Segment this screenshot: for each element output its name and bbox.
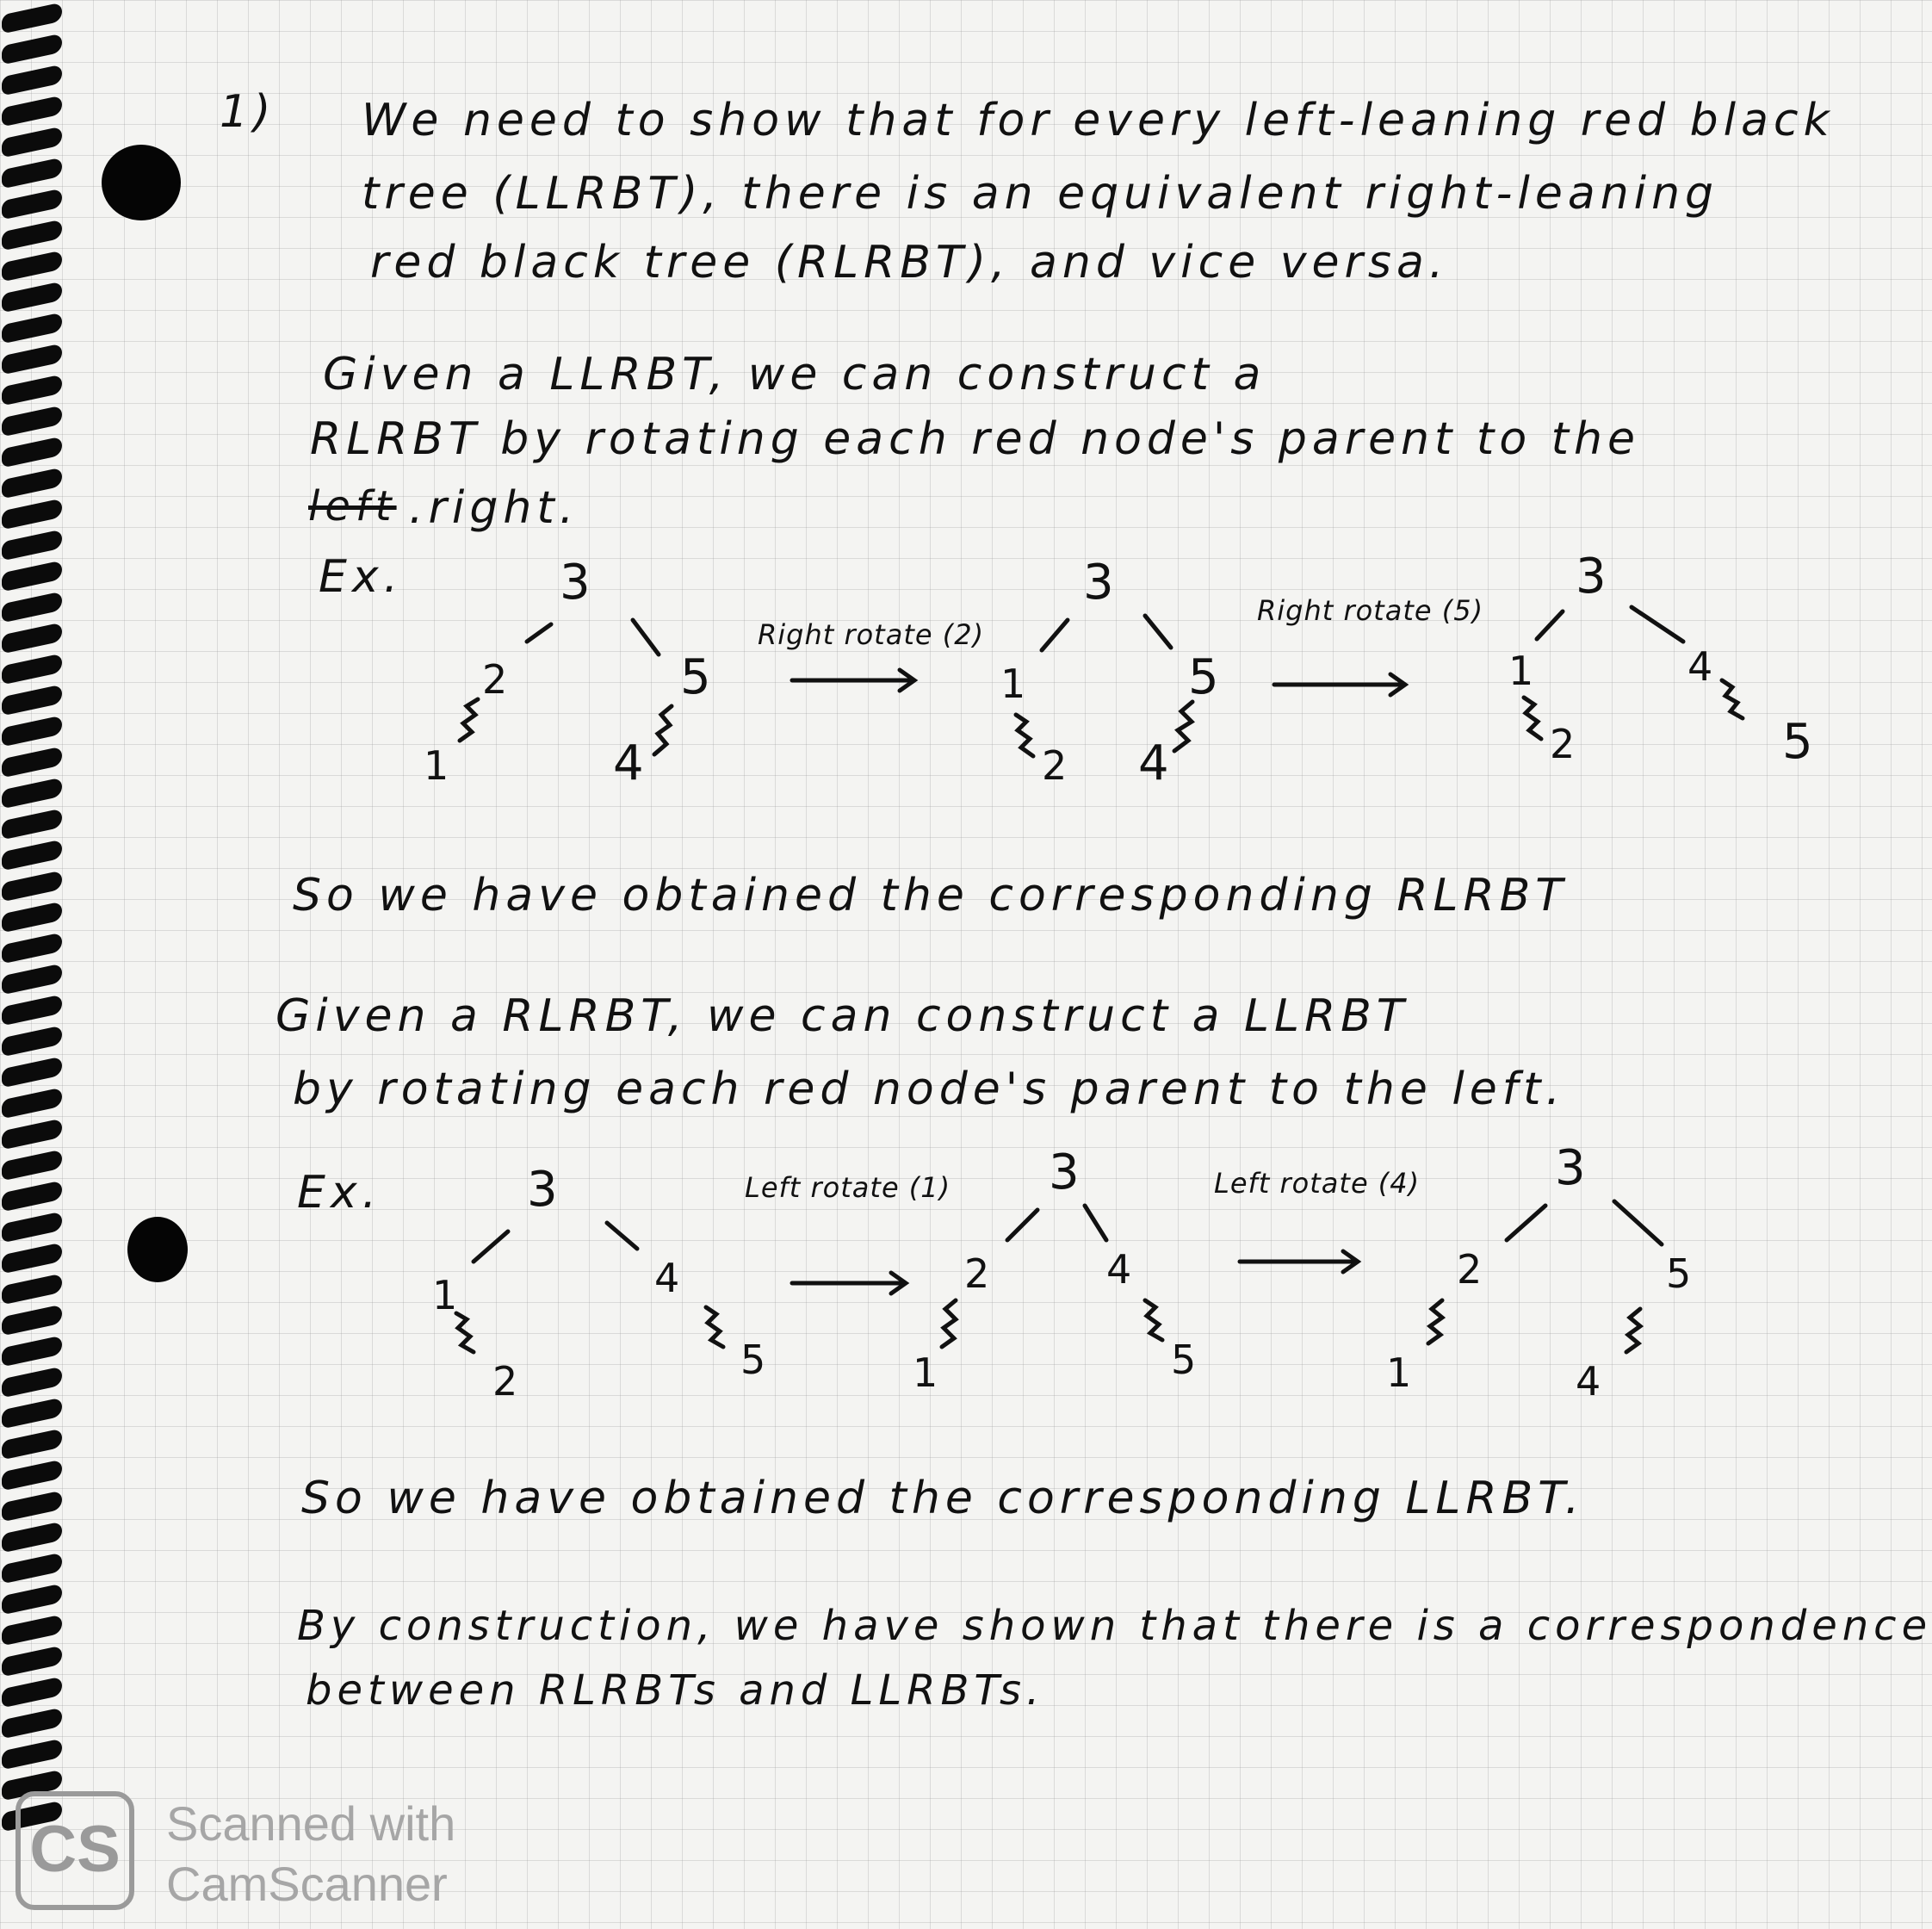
part2-step2-note: Left rotate (4) <box>1214 1167 1421 1200</box>
closing-line-2: between RLRBTs and LLRBTs. <box>306 1666 1045 1715</box>
tree1-edge-3-2 <box>524 622 554 644</box>
tree1-edge-3-5 <box>630 617 661 657</box>
tree4-node-right: 4 <box>654 1255 679 1301</box>
tree6-red-edge-2-1 <box>1426 1298 1446 1346</box>
tree1-red-edge-5-4 <box>652 704 674 757</box>
tree3-node-left-child: 2 <box>1550 721 1575 767</box>
tree1-red-edge-2-1 <box>457 697 480 743</box>
tree6-node-left: 2 <box>1457 1246 1482 1293</box>
camscanner-logo: CS <box>15 1791 134 1910</box>
part1-line-2: RLRBT by rotating each red node's parent… <box>310 413 1641 465</box>
tree2-node-left-child: 2 <box>1042 742 1067 789</box>
tree4-node-left-child: 2 <box>492 1358 517 1405</box>
tree4-edge-3-4 <box>604 1220 640 1251</box>
tree6-edge-3-2 <box>1504 1203 1548 1243</box>
tree3-node-right-child: 5 <box>1782 714 1813 770</box>
part2-conclusion: So we have obtained the corresponding LL… <box>301 1473 1585 1524</box>
tree5-red-edge-4-5 <box>1142 1298 1165 1343</box>
tree6-red-edge-5-4 <box>1624 1306 1644 1355</box>
tree6-node-left-child: 1 <box>1386 1349 1411 1396</box>
tree6-node-root: 3 <box>1555 1140 1586 1196</box>
intro-line-2: tree (LLRBT), there is an equivalent rig… <box>362 168 1719 220</box>
tree4-red-edge-4-5 <box>703 1305 726 1349</box>
tree5-edge-3-2 <box>1005 1207 1040 1243</box>
part1-step2-note: Right rotate (5) <box>1257 594 1484 627</box>
tree2-node-right-child: 4 <box>1138 735 1169 791</box>
tree4-node-left: 1 <box>432 1272 457 1318</box>
tree5-node-left: 2 <box>964 1250 989 1297</box>
part1-step1-note: Right rotate (2) <box>758 618 985 651</box>
tree5-edge-3-4 <box>1082 1203 1109 1243</box>
tree3-red-edge-1-2 <box>1521 695 1544 741</box>
part1-line-3: .right. <box>409 482 579 534</box>
tree2-edge-3-1 <box>1039 617 1070 653</box>
tree6-node-right: 5 <box>1666 1250 1691 1297</box>
tree5-red-edge-2-1 <box>939 1298 959 1349</box>
tree1-node-left-child: 1 <box>424 742 449 789</box>
punch-hole-bottom <box>127 1217 188 1282</box>
tree2-node-right: 5 <box>1188 649 1219 705</box>
tree4-red-edge-1-2 <box>454 1311 476 1355</box>
tree6-edge-3-5 <box>1612 1199 1664 1247</box>
tree2-red-edge-1-2 <box>1013 712 1036 759</box>
tree1-node-root: 3 <box>560 555 591 611</box>
punch-hole-top <box>102 145 181 220</box>
watermark-line-1: Scanned with <box>166 1796 456 1851</box>
camscanner-watermark: CS Scanned with CamScanner <box>15 1791 532 1920</box>
tree5-node-left-child: 1 <box>913 1349 938 1396</box>
intro-line-1: We need to show that for every left-lean… <box>362 95 1835 146</box>
tree2-node-root: 3 <box>1083 555 1114 611</box>
tree1-node-left: 2 <box>482 656 507 703</box>
tree1-node-right: 5 <box>680 649 711 705</box>
part1-example-label: Ex. <box>319 551 404 603</box>
part2-example-label: Ex. <box>297 1167 382 1219</box>
tree2-node-left: 1 <box>1000 661 1025 707</box>
intro-line-3: red black tree (RLRBT), and vice versa. <box>370 237 1449 288</box>
closing-line-1: By construction, we have shown that ther… <box>297 1602 1932 1650</box>
tree5-node-right: 4 <box>1106 1246 1131 1293</box>
problem-number: 1) <box>220 86 276 138</box>
tree3-red-edge-4-5 <box>1719 678 1745 721</box>
tree5-node-right-child: 5 <box>1171 1337 1196 1383</box>
tree6-node-right-child: 4 <box>1576 1358 1601 1405</box>
tree2-edge-3-5 <box>1142 613 1173 650</box>
tree3-edge-3-1 <box>1534 609 1565 642</box>
tree4-edge-3-1 <box>471 1229 511 1264</box>
tree3-node-right: 4 <box>1687 643 1712 690</box>
part2-step1-note: Left rotate (1) <box>745 1171 951 1204</box>
tree2-red-edge-5-4 <box>1172 699 1195 754</box>
tree4-node-root: 3 <box>527 1162 558 1218</box>
part2-line-1: Given a RLRBT, we can construct a LLRBT <box>276 990 1409 1042</box>
tree3-edge-3-4 <box>1629 605 1686 644</box>
tree5-node-root: 3 <box>1049 1144 1080 1200</box>
tree3-node-root: 3 <box>1576 549 1607 605</box>
watermark-line-2: CamScanner <box>166 1857 448 1911</box>
tree1-node-right-child: 4 <box>613 735 644 791</box>
part1-line-1: Given a LLRBT, we can construct a <box>323 349 1266 400</box>
tree3-node-left: 1 <box>1508 648 1533 694</box>
part2-line-2: by rotating each red node's parent to th… <box>293 1064 1565 1115</box>
tree4-node-right-child: 5 <box>740 1337 765 1383</box>
part1-conclusion: So we have obtained the corresponding RL… <box>293 870 1569 921</box>
part1-strike-left: left <box>308 482 397 530</box>
